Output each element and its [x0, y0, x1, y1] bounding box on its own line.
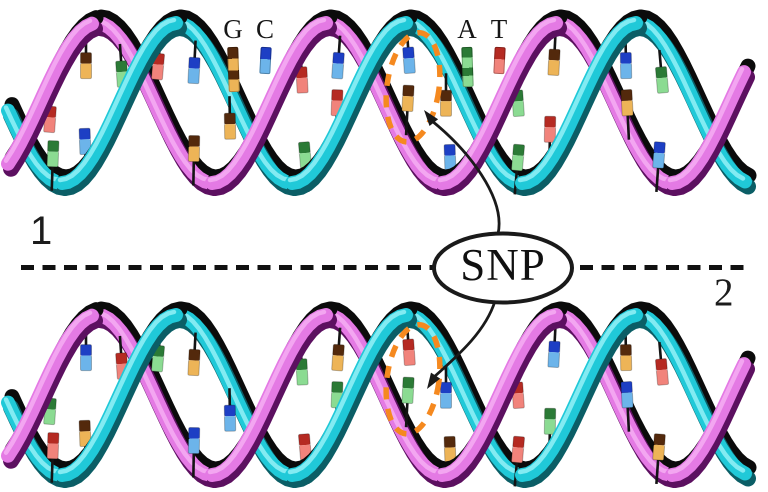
strand-arc-magenta	[90, 301, 223, 488]
strand-arc-cyan	[170, 301, 303, 488]
base-G	[187, 134, 201, 186]
base-C	[187, 40, 201, 85]
strand-arc-magenta	[90, 9, 223, 196]
strand-arc-cyan	[285, 301, 418, 488]
snp-arrow-top	[431, 119, 501, 235]
strand-arc-magenta	[435, 9, 568, 196]
strand-arc-cyan	[515, 301, 648, 488]
base-C	[331, 35, 345, 80]
base-G	[620, 89, 634, 140]
strand-arc-magenta	[435, 301, 568, 488]
strand-arc-cyan	[630, 9, 757, 195]
base-A	[295, 341, 309, 386]
base-C	[652, 141, 666, 193]
snp-arrowhead-bottom-icon	[427, 372, 441, 389]
helix-2	[1, 301, 757, 488]
base-A	[46, 140, 60, 191]
strand-arc-cyan	[55, 9, 188, 196]
base-T	[655, 341, 669, 386]
strand-arc-magenta	[205, 9, 338, 196]
snp-arrow-bottom	[433, 300, 497, 379]
base-G	[331, 327, 345, 372]
base-G	[547, 32, 561, 76]
strand-arc-cyan	[630, 301, 757, 487]
strand-arc-magenta	[205, 301, 338, 488]
strand-arc-cyan	[515, 9, 648, 196]
base-G	[440, 73, 452, 117]
snp-arrowhead-top-icon	[424, 110, 439, 126]
base-G	[401, 84, 415, 136]
base-G	[187, 332, 201, 377]
snp-ellipse	[432, 231, 574, 305]
snp-callout	[424, 110, 574, 389]
base-C	[223, 388, 237, 432]
strand-arc-magenta	[1, 302, 104, 469]
base-C	[440, 365, 452, 409]
strand-arc-cyan	[170, 9, 303, 196]
strand-arc-magenta	[1, 10, 104, 177]
base-G	[652, 433, 666, 485]
base-A	[655, 49, 669, 94]
strand-arc-magenta	[665, 58, 756, 196]
strand-arc-cyan	[285, 9, 418, 196]
base-A	[543, 407, 557, 459]
base-A	[511, 143, 525, 195]
snp-highlight-circle	[383, 29, 443, 145]
base-T	[46, 432, 60, 483]
base-A	[401, 376, 415, 428]
snp-highlight-circle	[383, 321, 443, 437]
strand-arc-magenta	[665, 350, 756, 488]
base-C	[620, 381, 634, 432]
strand-arc-cyan	[55, 301, 188, 488]
base-C	[187, 426, 201, 478]
base-G	[223, 96, 237, 140]
helix-1	[1, 9, 757, 196]
